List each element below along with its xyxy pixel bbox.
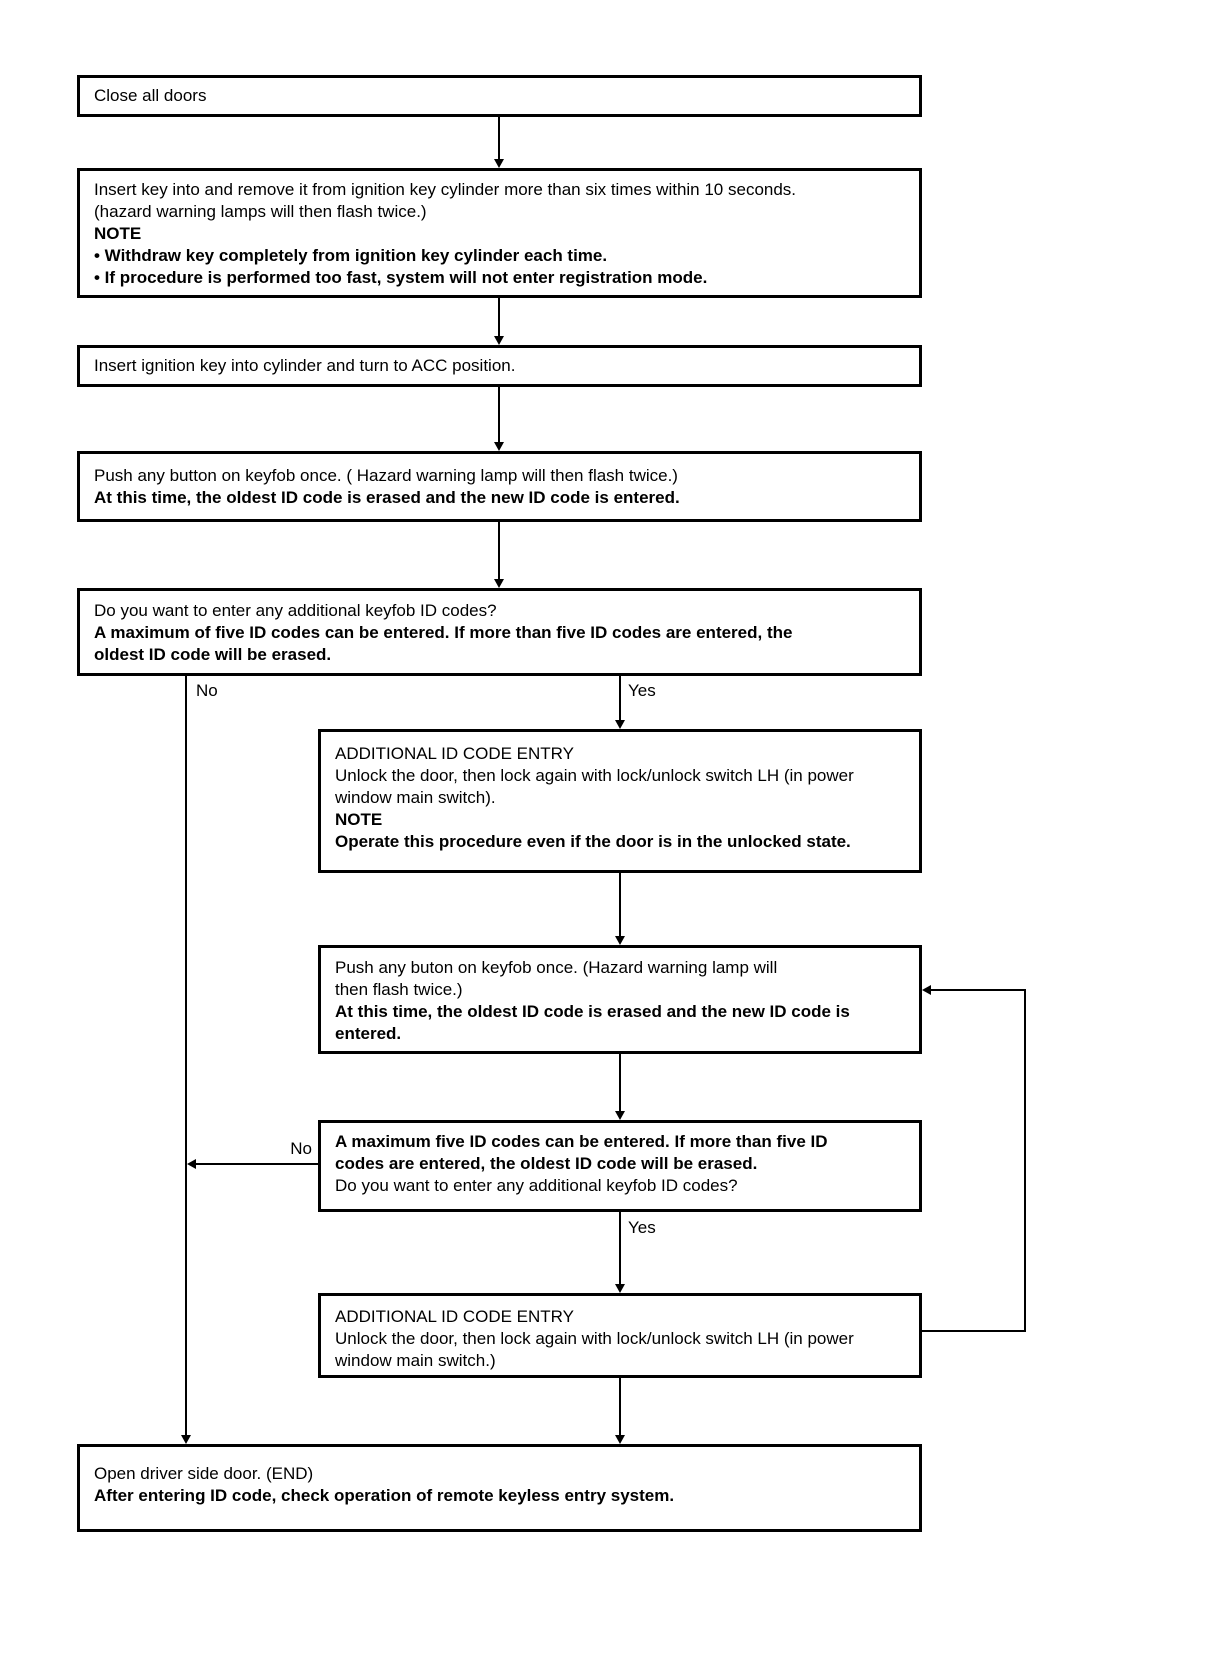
arrowhead-down xyxy=(615,1435,625,1444)
arrowhead-down xyxy=(615,1111,625,1120)
node-text-line: At this time, the oldest ID code is eras… xyxy=(94,488,680,507)
node-text-line: Do you want to enter any additional keyf… xyxy=(335,1176,738,1195)
node-additional-id-code-entry-2: ADDITIONAL ID CODE ENTRY Unlock the door… xyxy=(318,1293,922,1378)
arrow-entry1-to-pushloop xyxy=(619,873,621,937)
edge-label-no-2: No xyxy=(290,1139,312,1158)
arrowhead-left xyxy=(922,985,931,995)
no-branch-line xyxy=(185,676,187,1436)
node-text-line: Push any button on keyfob once. ( Hazard… xyxy=(94,466,678,485)
node-text-line: A maximum of five ID codes can be entere… xyxy=(94,623,793,642)
node-open-door-end: Open driver side door. (END) After enter… xyxy=(77,1444,922,1532)
yes-branch-line-1 xyxy=(619,676,621,721)
arrow-pushloop-to-question2 xyxy=(619,1054,621,1112)
node-text-line: • Withdraw key completely from ignition … xyxy=(94,246,608,265)
arrowhead-down xyxy=(494,159,504,168)
arrowhead-down xyxy=(494,336,504,345)
node-text-line: Insert ignition key into cylinder and tu… xyxy=(94,356,516,375)
arrow-entry2-to-end xyxy=(619,1378,621,1436)
node-text-line: oldest ID code will be erased. xyxy=(94,645,332,664)
yes-branch-line-2 xyxy=(619,1212,621,1285)
node-close-all-doors: Close all doors xyxy=(77,75,922,117)
node-text-line: Push any buton on keyfob once. (Hazard w… xyxy=(335,958,778,977)
loop-line-top xyxy=(930,989,1026,991)
node-text-line: A maximum five ID codes can be entered. … xyxy=(335,1132,828,1151)
arrowhead-down xyxy=(615,936,625,945)
node-text-line: ADDITIONAL ID CODE ENTRY xyxy=(335,1307,574,1326)
node-push-keyfob-loop: Push any buton on keyfob once. (Hazard w… xyxy=(318,945,922,1054)
arrowhead-down xyxy=(181,1435,191,1444)
node-text-line: Insert key into and remove it from ignit… xyxy=(94,180,797,199)
no-branch-line-2 xyxy=(196,1163,318,1165)
node-additional-codes-question: Do you want to enter any additional keyf… xyxy=(77,588,922,676)
node-text-line: Do you want to enter any additional keyf… xyxy=(94,601,497,620)
node-text-line: Close all doors xyxy=(94,86,207,105)
loop-line-bottom xyxy=(922,1330,1026,1332)
node-text-line: entered. xyxy=(335,1024,402,1043)
arrowhead-down xyxy=(615,1284,625,1293)
node-text-line: Operate this procedure even if the door … xyxy=(335,832,851,851)
arrow-push-to-question xyxy=(498,522,500,580)
node-additional-id-code-entry-1: ADDITIONAL ID CODE ENTRY Unlock the door… xyxy=(318,729,922,873)
node-text-line: then flash twice.) xyxy=(335,980,463,999)
node-text-line: codes are entered, the oldest ID code wi… xyxy=(335,1154,758,1173)
node-push-keyfob-first: Push any button on keyfob once. ( Hazard… xyxy=(77,451,922,522)
arrow-close-to-ignition xyxy=(498,117,500,160)
edge-label-yes-2: Yes xyxy=(628,1218,656,1237)
node-acc-position: Insert ignition key into cylinder and tu… xyxy=(77,345,922,387)
node-ignition-key-cycle: Insert key into and remove it from ignit… xyxy=(77,168,922,298)
node-text-line: window main switch). xyxy=(335,788,496,807)
node-text-line: window main switch.) xyxy=(335,1351,496,1370)
loop-line-vertical xyxy=(1024,989,1026,1332)
edge-label-yes-1: Yes xyxy=(628,681,656,700)
node-text-line: Unlock the door, then lock again with lo… xyxy=(335,1329,854,1348)
arrowhead-left xyxy=(187,1159,196,1169)
node-text-line: • If procedure is performed too fast, sy… xyxy=(94,268,708,287)
arrowhead-down xyxy=(494,579,504,588)
arrow-ignition-to-acc xyxy=(498,298,500,337)
node-text-line: Unlock the door, then lock again with lo… xyxy=(335,766,854,785)
node-text-line: ADDITIONAL ID CODE ENTRY xyxy=(335,744,574,763)
node-text-line: NOTE xyxy=(94,224,142,243)
arrow-acc-to-push xyxy=(498,387,500,443)
node-text-line: After entering ID code, check operation … xyxy=(94,1486,675,1505)
node-text-line: At this time, the oldest ID code is eras… xyxy=(335,1002,850,1021)
node-max-codes-question: A maximum five ID codes can be entered. … xyxy=(318,1120,922,1212)
node-text-line: Open driver side door. (END) xyxy=(94,1464,314,1483)
node-text-line: NOTE xyxy=(335,810,383,829)
node-text-line: (hazard warning lamps will then flash tw… xyxy=(94,202,427,221)
arrowhead-down xyxy=(494,442,504,451)
edge-label-no-1: No xyxy=(196,681,218,700)
arrowhead-down xyxy=(615,720,625,729)
